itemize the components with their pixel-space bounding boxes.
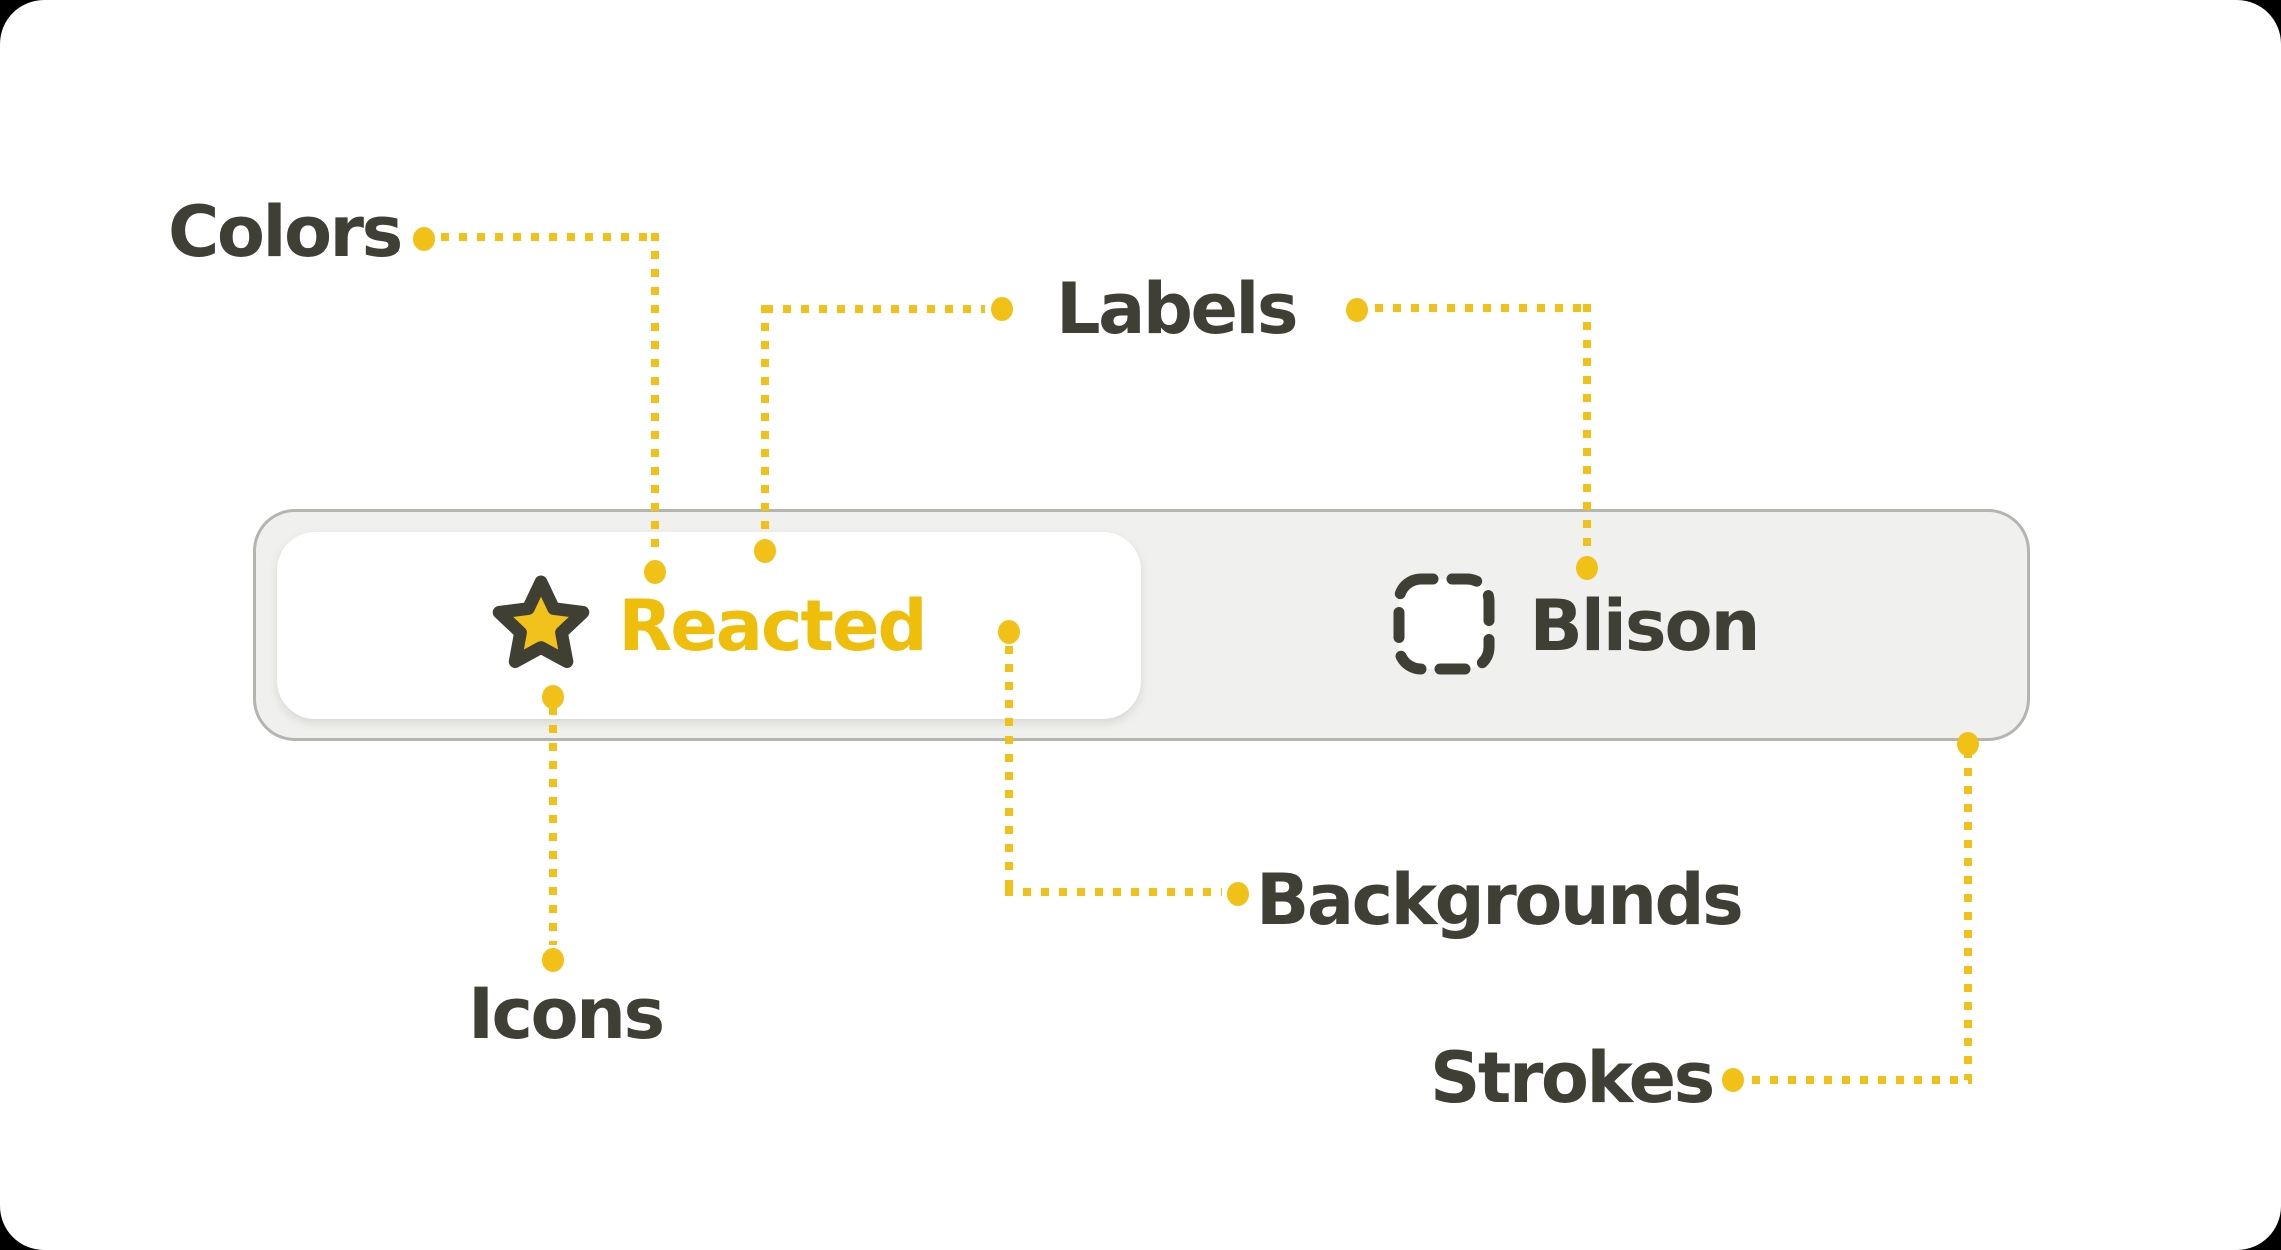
labels-right-leader-start-dot	[1346, 298, 1368, 322]
dashed-placeholder-icon	[1392, 572, 1496, 680]
tab-reacted[interactable]: Reacted	[277, 532, 1141, 719]
labels-left-leader-end-dot	[754, 539, 776, 563]
labels-left-leader-start-dot	[991, 297, 1013, 321]
backgrounds-leader-end-dot	[1227, 882, 1249, 906]
backgrounds-leader-line-h	[1005, 888, 1222, 896]
annotation-icons-label: Icons	[468, 973, 665, 1055]
tab-blison-label: Blison	[1529, 584, 1761, 667]
strokes-leader-line-h	[1752, 1076, 1972, 1084]
labels-right-leader-end-dot	[1576, 556, 1598, 580]
colors-leader-start-dot	[413, 227, 435, 251]
labels-left-leader-line-h	[765, 305, 985, 313]
icons-leader-start-dot	[542, 685, 564, 709]
colors-leader-end-dot	[644, 560, 666, 584]
colors-leader-line-h	[441, 233, 659, 241]
strokes-leader-start-dot	[1722, 1068, 1744, 1092]
annotation-colors-label: Colors	[168, 191, 403, 273]
strokes-leader-end-dot	[1957, 732, 1979, 756]
colors-leader-line-v	[651, 233, 659, 556]
icons-leader-end-dot	[542, 948, 564, 972]
tab-bar: Reacted Blison	[253, 509, 2030, 741]
backgrounds-leader-line-v	[1005, 646, 1013, 896]
labels-right-leader-line-h	[1375, 304, 1591, 312]
tab-blison[interactable]: Blison	[1141, 532, 2009, 719]
tab-reacted-label: Reacted	[618, 584, 927, 667]
annotation-backgrounds-label: Backgrounds	[1256, 859, 1744, 941]
annotation-labels-label: Labels	[1056, 268, 1299, 350]
strokes-leader-line-v	[1964, 750, 1972, 1080]
annotation-strokes-label: Strokes	[1430, 1037, 1715, 1119]
icons-leader-line-v	[549, 707, 557, 945]
backgrounds-leader-start-dot	[998, 620, 1020, 644]
labels-left-leader-line-v	[761, 305, 769, 537]
star-icon	[492, 574, 590, 677]
labels-right-leader-line-v	[1583, 304, 1591, 552]
